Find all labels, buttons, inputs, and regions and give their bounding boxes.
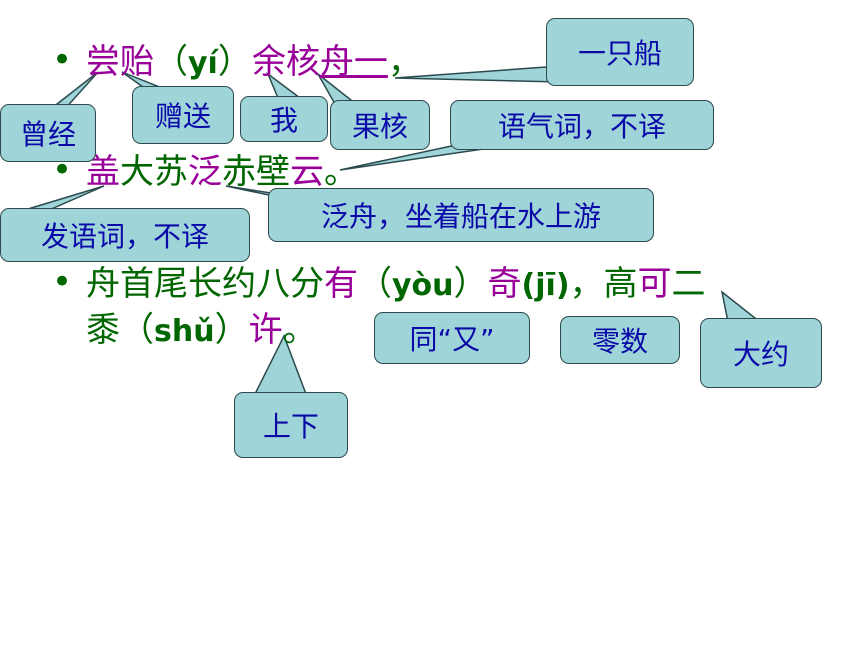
paren-open: （ — [358, 264, 392, 304]
callout-yuqici: 语气词，不译 — [450, 100, 714, 150]
text-ke: 可 — [637, 264, 672, 304]
paren-close: ） — [453, 264, 488, 304]
text-line-4: 黍（shǔ）许。 — [86, 308, 317, 354]
text-chibi: 赤壁 — [222, 152, 290, 192]
text-yun: 云 — [290, 152, 324, 192]
text-yi: 贻 — [120, 42, 154, 82]
text-fan: 泛 — [188, 152, 222, 192]
paren-close: ） — [214, 310, 249, 350]
text-gao: ，高 — [569, 264, 638, 304]
callout-yizhichuan: 一只船 — [546, 18, 694, 86]
callout-shangxia: 上下 — [234, 392, 348, 458]
callout-guohe: 果核 — [330, 100, 430, 150]
callout-tongyou: 同“又” — [374, 312, 530, 364]
text-shu: 黍（ — [86, 310, 154, 350]
callout-lingshu: 零数 — [560, 316, 680, 364]
callout-wo: 我 — [240, 96, 328, 142]
bullet: • — [52, 262, 73, 302]
text-dasu: 大苏 — [120, 152, 188, 192]
callout-fanzhou: 泛舟，坐着船在水上游 — [268, 188, 654, 242]
comma: ， — [387, 42, 422, 82]
text-zhoushou: 舟首尾长约八分 — [86, 264, 324, 304]
text-he: 核 — [285, 42, 320, 82]
text-ji: 奇 — [487, 264, 522, 304]
text-yi-one: 一 — [353, 42, 388, 82]
text-yu: 余 — [251, 42, 286, 82]
text-line-1: 尝贻（yí）余核舟一， — [86, 40, 422, 86]
period: 。 — [324, 152, 358, 192]
text-zhou: 舟 — [319, 42, 354, 82]
pinyin-you: yòu — [392, 268, 454, 303]
bullet: • — [52, 40, 73, 80]
text-chang: 尝 — [86, 42, 120, 82]
text-you: 有 — [324, 264, 358, 304]
pinyin-ji: jī — [535, 268, 556, 303]
pinyin-shu: shǔ — [154, 314, 215, 349]
text-xu: 许 — [248, 310, 283, 350]
paren-close: ) — [555, 268, 570, 303]
text-er: 二 — [671, 264, 706, 304]
callout-cengjing: 曾经 — [0, 104, 96, 162]
paren-close: ） — [217, 42, 252, 82]
paren-open: ( — [521, 268, 536, 303]
paren-open: （ — [154, 42, 188, 82]
callout-dayue: 大约 — [700, 318, 822, 388]
pinyin-yi: yí — [188, 46, 218, 81]
period: 。 — [282, 310, 317, 350]
text-line-3: 舟首尾长约八分有（yòu）奇(jī)，高可二 — [86, 262, 706, 308]
callout-fayuci: 发语词，不译 — [0, 208, 250, 262]
callout-zengsong: 赠送 — [132, 86, 234, 144]
